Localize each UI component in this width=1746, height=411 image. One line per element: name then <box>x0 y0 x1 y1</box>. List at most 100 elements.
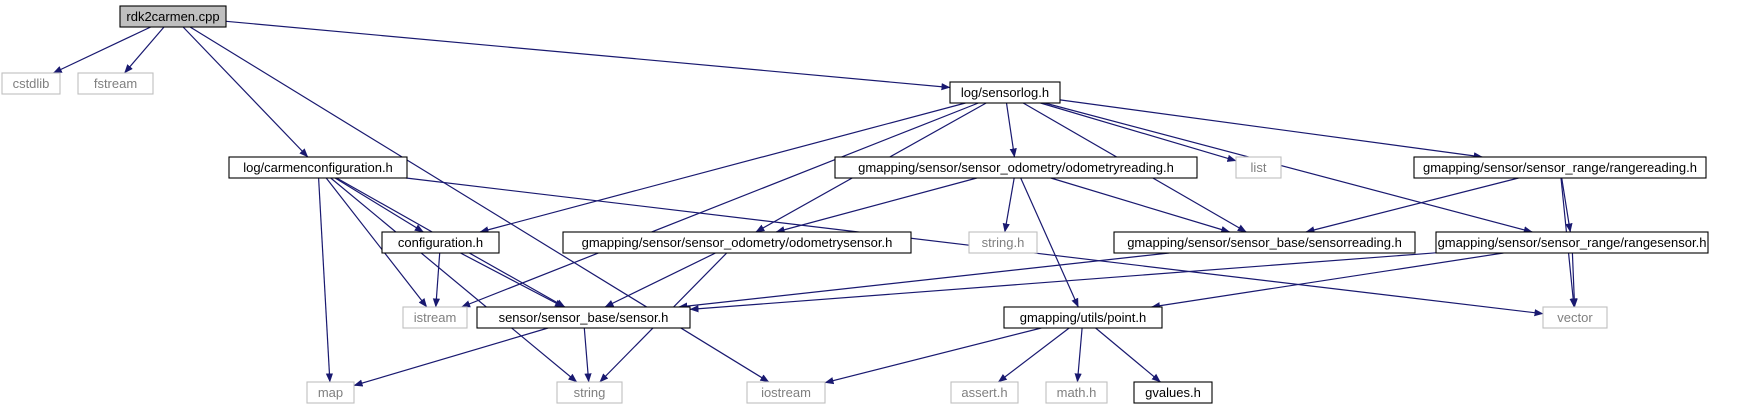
node-mathh[interactable]: math.h <box>1045 381 1108 404</box>
node-label: vector <box>1557 310 1593 325</box>
node-sensorreading[interactable]: gmapping/sensor/sensor_base/sensorreadin… <box>1113 231 1416 254</box>
node-stringh[interactable]: string.h <box>968 231 1038 254</box>
node-cstdlib[interactable]: cstdlib <box>1 72 61 95</box>
node-label: rdk2carmen.cpp <box>126 9 219 24</box>
edge-point-to-gvalues <box>1095 327 1161 383</box>
node-list[interactable]: list <box>1235 156 1282 179</box>
node-label: configuration.h <box>398 235 483 250</box>
edge-rdk2carmen-to-iostream <box>189 26 770 383</box>
node-iostream[interactable]: iostream <box>746 381 826 404</box>
edge-odometryreading-to-sensorreading <box>1050 177 1231 233</box>
edge-rdk2carmen-to-sensorlog <box>225 20 951 91</box>
edge-sensor-to-string <box>583 327 592 383</box>
node-box <box>1113 231 1416 254</box>
node-rdk2carmen[interactable]: rdk2carmen.cpp <box>119 5 227 28</box>
node-box <box>834 156 1198 179</box>
node-odometryreading[interactable]: gmapping/sensor/sensor_odometry/odometry… <box>834 156 1198 179</box>
edge-rdk2carmen-to-carmenconfiguration <box>182 26 309 158</box>
edge-point-to-iostream <box>824 327 1042 385</box>
node-label: istream <box>414 310 457 325</box>
node-box <box>1 72 61 95</box>
node-point[interactable]: gmapping/utils/point.h <box>1003 306 1163 329</box>
node-box <box>476 306 691 329</box>
node-label: map <box>318 385 343 400</box>
node-label: sensor/sensor_base/sensor.h <box>499 310 669 325</box>
node-label: iostream <box>761 385 811 400</box>
edge-sensorlog-to-odometryreading <box>1005 102 1017 158</box>
node-string[interactable]: string <box>556 381 623 404</box>
node-box <box>950 381 1019 404</box>
node-asserth[interactable]: assert.h <box>950 381 1019 404</box>
node-map[interactable]: map <box>306 381 355 404</box>
edge-configuration-to-sensor <box>460 252 564 308</box>
node-label: gmapping/sensor/sensor_odometry/odometry… <box>582 235 893 250</box>
nodes-layer: rdk2carmen.cpp cstdlib fstream log/sensorlo… <box>1 5 1709 404</box>
edge-configuration-to-istream <box>432 252 441 308</box>
edge-odometryreading-to-stringh <box>1002 177 1015 233</box>
edge-sensor-to-map <box>353 327 549 387</box>
node-label: gmapping/sensor/sensor_base/sensorreadin… <box>1127 235 1402 250</box>
node-sensorlog[interactable]: log/sensorlog.h <box>949 81 1061 104</box>
node-label: math.h <box>1057 385 1097 400</box>
node-box <box>746 381 826 404</box>
edge-sensorlog-to-rangesensor <box>1044 102 1533 234</box>
node-rangereading[interactable]: gmapping/sensor/sensor_range/rangereadin… <box>1413 156 1707 179</box>
node-label: assert.h <box>961 385 1007 400</box>
edge-carmenconfiguration-to-string <box>330 177 578 383</box>
node-box <box>119 5 227 28</box>
node-label: string.h <box>982 235 1025 250</box>
node-box <box>402 306 468 329</box>
edge-sensorlog-to-rangereading <box>1059 99 1483 160</box>
edge-rdk2carmen-to-fstream <box>124 26 165 74</box>
node-box <box>1045 381 1108 404</box>
node-istream[interactable]: istream <box>402 306 468 329</box>
node-box <box>381 231 500 254</box>
node-configuration[interactable]: configuration.h <box>381 231 500 254</box>
edge-sensorreading-to-sensor <box>678 252 1170 310</box>
node-label: gmapping/utils/point.h <box>1020 310 1146 325</box>
node-box <box>77 72 154 95</box>
node-box <box>1542 306 1608 329</box>
node-box <box>306 381 355 404</box>
node-carmenconfiguration[interactable]: log/carmenconfiguration.h <box>228 156 408 179</box>
edge-rangesensor-to-sensor <box>689 252 1437 313</box>
node-label: string <box>574 385 606 400</box>
node-box <box>1133 381 1213 404</box>
node-box <box>1003 306 1163 329</box>
edge-carmenconfiguration-to-istream <box>325 177 428 308</box>
edge-odometryreading-to-point <box>1020 177 1079 308</box>
edge-odometrysensor-to-sensor <box>604 252 716 308</box>
node-fstream[interactable]: fstream <box>77 72 154 95</box>
node-gvalues[interactable]: gvalues.h <box>1133 381 1213 404</box>
node-box <box>1435 231 1709 254</box>
node-label: gvalues.h <box>1145 385 1201 400</box>
node-label: list <box>1251 160 1267 175</box>
node-box <box>1235 156 1282 179</box>
edge-rdk2carmen-to-cstdlib <box>52 26 151 74</box>
node-label: gmapping/sensor/sensor_range/rangesensor… <box>1438 235 1707 250</box>
node-vector[interactable]: vector <box>1542 306 1608 329</box>
node-label: fstream <box>94 76 137 91</box>
node-box <box>556 381 623 404</box>
node-box <box>949 81 1061 104</box>
node-box <box>1413 156 1707 179</box>
node-odometrysensor[interactable]: gmapping/sensor/sensor_odometry/odometry… <box>562 231 912 254</box>
node-box <box>562 231 912 254</box>
edge-sensorlog-to-configuration <box>479 102 966 234</box>
node-sensor[interactable]: sensor/sensor_base/sensor.h <box>476 306 691 329</box>
node-rangesensor[interactable]: gmapping/sensor/sensor_range/rangesensor… <box>1435 231 1709 254</box>
node-label: gmapping/sensor/sensor_range/rangereadin… <box>1423 160 1697 175</box>
edge-carmenconfiguration-to-configuration <box>334 177 424 233</box>
edge-rangereading-to-rangesensor <box>1561 177 1573 233</box>
edge-sensorlog-to-istream <box>461 102 979 308</box>
node-label: log/sensorlog.h <box>961 85 1049 100</box>
node-label: cstdlib <box>13 76 50 91</box>
edge-point-to-mathh <box>1074 327 1083 383</box>
edge-sensorlog-to-list <box>1040 102 1237 162</box>
node-label: gmapping/sensor/sensor_odometry/odometry… <box>858 160 1174 175</box>
edge-rangesensor-to-vector <box>1570 252 1578 308</box>
edges-layer <box>52 20 1578 387</box>
node-box <box>228 156 408 179</box>
node-box <box>968 231 1038 254</box>
